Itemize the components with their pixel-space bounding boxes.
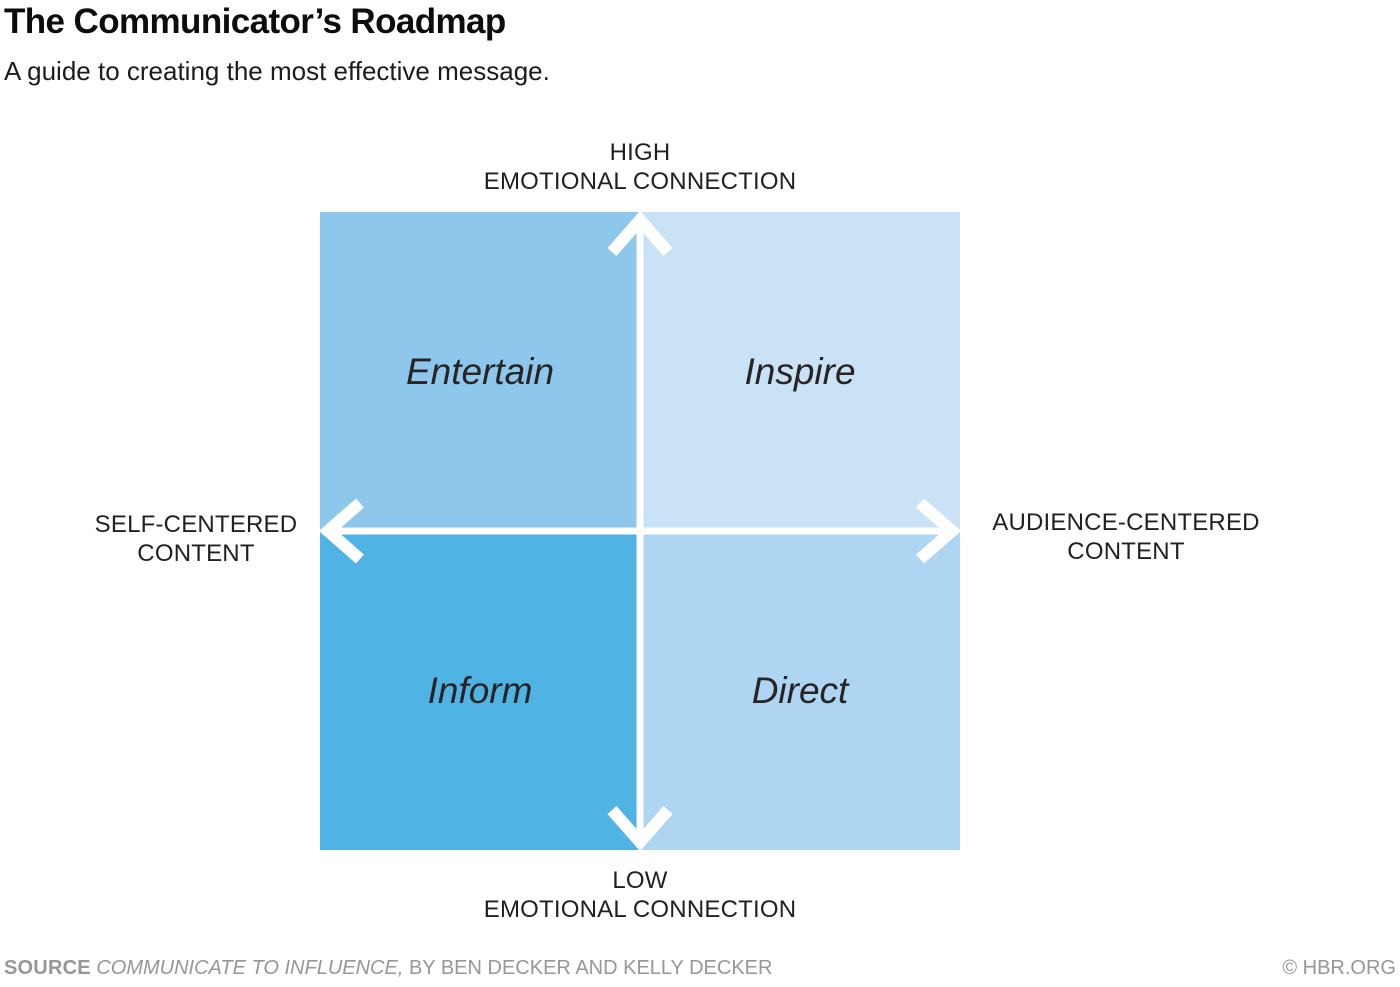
axis-label-right-line2: CONTENT xyxy=(1067,538,1185,565)
quadrant-inform: Inform xyxy=(320,531,640,850)
axis-label-left: SELF-CENTERED CONTENT xyxy=(71,510,321,568)
axis-label-right-line1: AUDIENCE-CENTERED xyxy=(992,509,1260,536)
axis-label-bottom: LOW EMOTIONAL CONNECTION xyxy=(320,866,960,924)
axis-label-top-line2: EMOTIONAL CONNECTION xyxy=(483,168,797,195)
page-title: The Communicator’s Roadmap xyxy=(4,2,506,41)
axis-label-right: AUDIENCE-CENTERED CONTENT xyxy=(975,508,1277,566)
quadrant-direct-label: Direct xyxy=(751,669,849,711)
axis-label-left-line1: SELF-CENTERED xyxy=(94,511,298,538)
source-label: SOURCE xyxy=(4,957,91,979)
quadrant-entertain: Entertain xyxy=(320,212,640,531)
source-line: SOURCE COMMUNICATE TO INFLUENCE, BY BEN … xyxy=(4,957,772,980)
quadrant-inspire-label: Inspire xyxy=(744,350,856,392)
quadrant-inform-label: Inform xyxy=(427,669,533,711)
axis-label-bottom-line2: EMOTIONAL CONNECTION xyxy=(483,896,797,923)
source-title: COMMUNICATE TO INFLUENCE, xyxy=(96,957,404,979)
axis-label-left-line2: CONTENT xyxy=(137,540,255,567)
quadrant-entertain-label: Entertain xyxy=(405,350,555,392)
quadrant-matrix: Entertain Inspire Inform Direct xyxy=(320,212,960,850)
axis-label-top: HIGH EMOTIONAL CONNECTION xyxy=(320,138,960,196)
source-authors: BY BEN DECKER AND KELLY DECKER xyxy=(408,957,773,979)
quadrant-inspire: Inspire xyxy=(640,212,960,531)
axis-label-top-line1: HIGH xyxy=(609,139,671,166)
hbr-credit: © HBR.ORG xyxy=(1282,957,1396,979)
axis-label-bottom-line1: LOW xyxy=(612,867,668,894)
page-subtitle: A guide to creating the most effective m… xyxy=(4,56,550,86)
quadrant-direct: Direct xyxy=(640,531,960,850)
